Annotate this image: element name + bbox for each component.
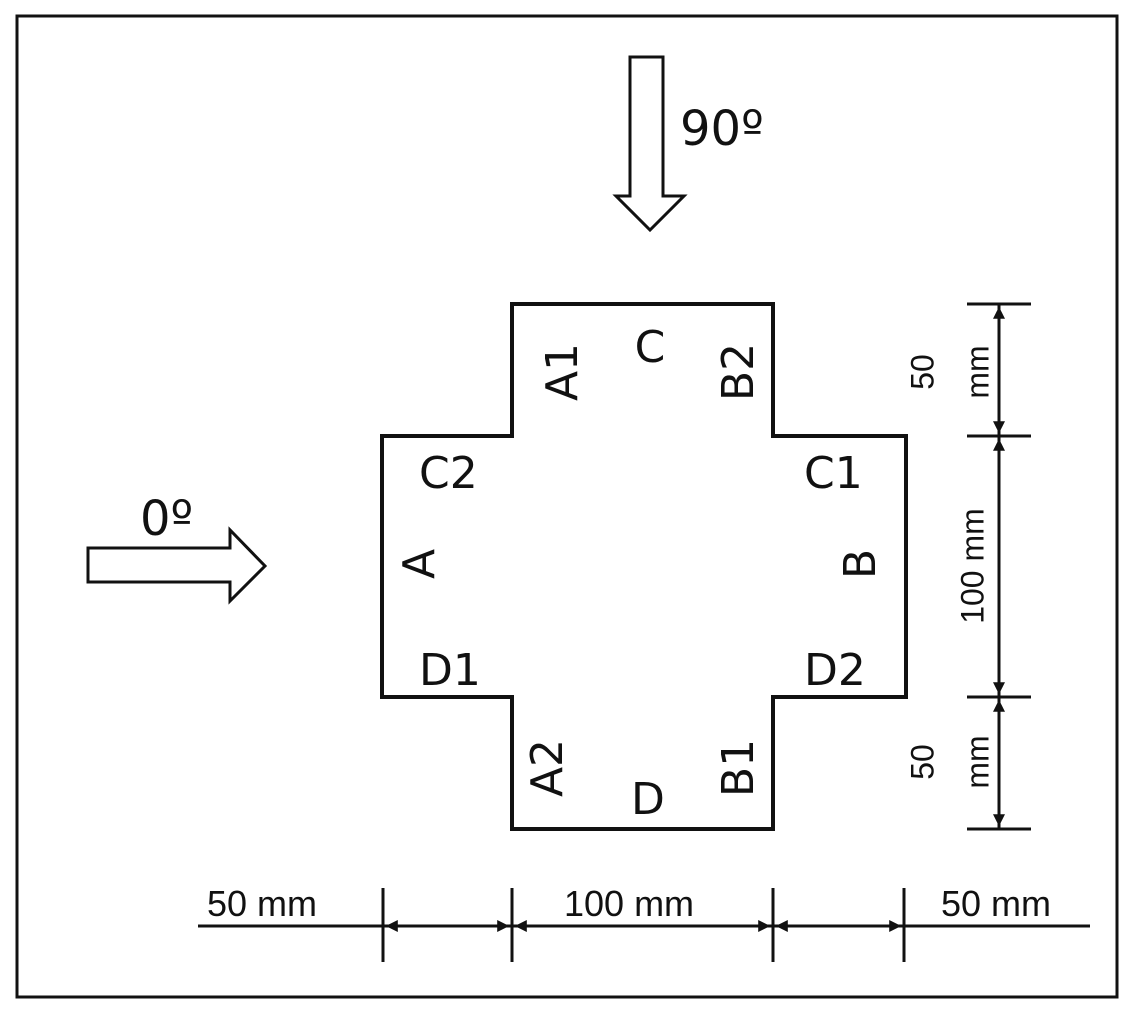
angle-label-90: 90º <box>680 101 764 157</box>
right-dim-top-unit: mm <box>959 345 995 398</box>
face-label-c1: C1 <box>804 448 863 499</box>
face-label-d2: D2 <box>804 645 866 696</box>
load-arrow-90 <box>612 55 688 233</box>
face-label-b: B <box>835 549 886 579</box>
face-label-a2: A2 <box>522 739 573 797</box>
face-label-c: C <box>635 322 666 373</box>
bottom-dim-right-label: 50 mm <box>941 883 1051 924</box>
face-label-d1: D1 <box>419 645 481 696</box>
figure-frame <box>15 14 1119 999</box>
face-label-a: A <box>394 549 445 579</box>
right-dim-top-number: 50 <box>904 354 940 390</box>
face-label-c2: C2 <box>419 448 478 499</box>
right-dim-middle-label: 100 mm <box>954 508 990 624</box>
face-label-b1: B1 <box>713 739 764 797</box>
cross-section-outline <box>380 302 908 831</box>
bottom-dim-middle-label: 100 mm <box>564 883 694 924</box>
face-label-d: D <box>631 774 665 825</box>
face-label-b2: B2 <box>713 343 764 401</box>
right-dim-bottom-unit: mm <box>959 735 995 788</box>
angle-label-0: 0º <box>140 491 193 547</box>
load-arrow-0 <box>86 526 268 605</box>
bottom-dim-left-label: 50 mm <box>207 883 317 924</box>
right-dim-bottom-number: 50 <box>904 744 940 780</box>
face-label-a1: A1 <box>537 343 588 401</box>
right-dimension <box>967 302 1031 831</box>
bottom-dimension <box>198 888 1090 962</box>
